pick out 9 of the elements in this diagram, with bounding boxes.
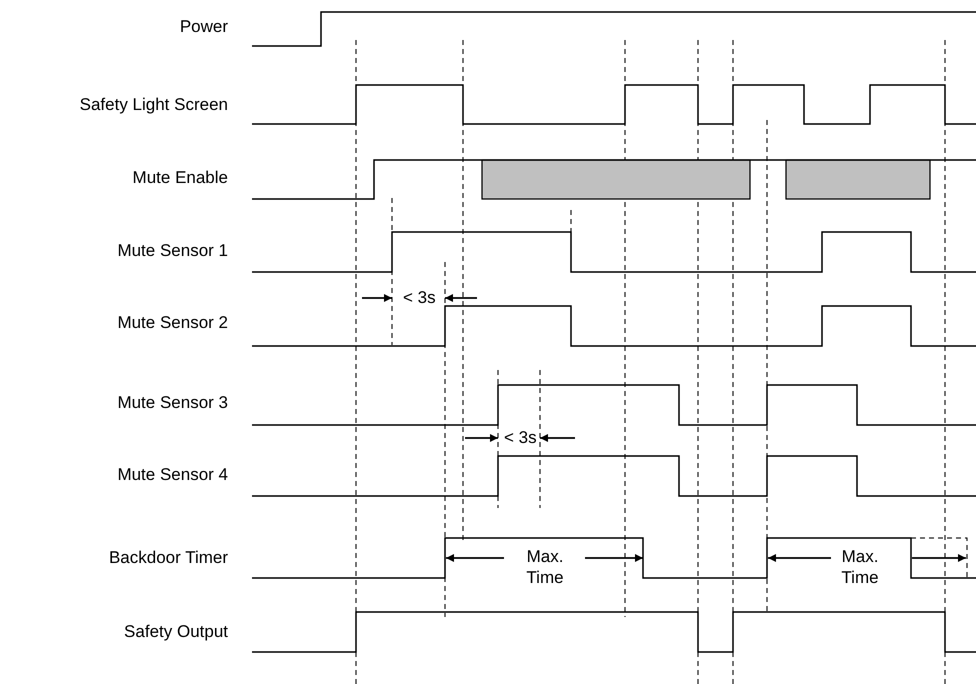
signal-label: Safety Light Screen — [80, 95, 228, 115]
signal-label: Power — [180, 17, 228, 37]
signal-label: Mute Sensor 1 — [117, 241, 228, 261]
signal-label: Safety Output — [124, 622, 228, 642]
signal-label: Mute Sensor 4 — [117, 465, 228, 485]
signal-label: Mute Sensor 3 — [117, 393, 228, 413]
signal-label: Backdoor Timer — [108, 548, 228, 568]
signal-label: Mute Sensor 2 — [117, 313, 228, 333]
signal-label: Mute Enable — [132, 168, 228, 188]
